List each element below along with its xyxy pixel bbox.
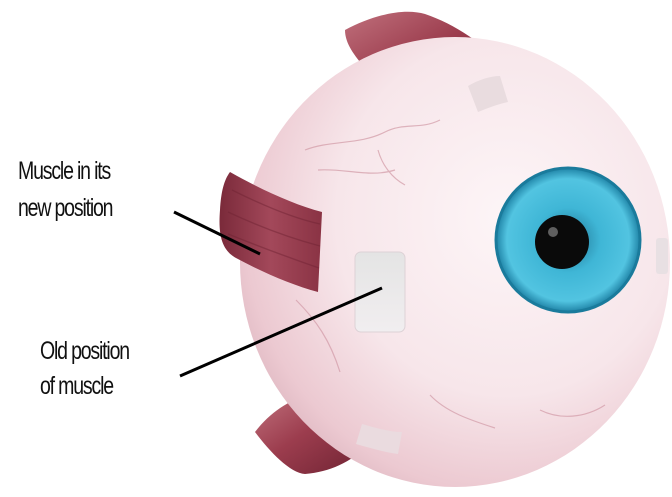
medial-tendon [656, 238, 668, 274]
old-muscle-position [355, 252, 405, 332]
pupil [535, 215, 589, 269]
pupil-highlight [548, 227, 558, 237]
old-position-label-line1: Old position [40, 334, 129, 368]
old-position-label-line2: of muscle [40, 369, 113, 403]
new-position-label-line1: Muscle in its [18, 154, 110, 188]
new-position-label-line2: new position [18, 191, 112, 225]
